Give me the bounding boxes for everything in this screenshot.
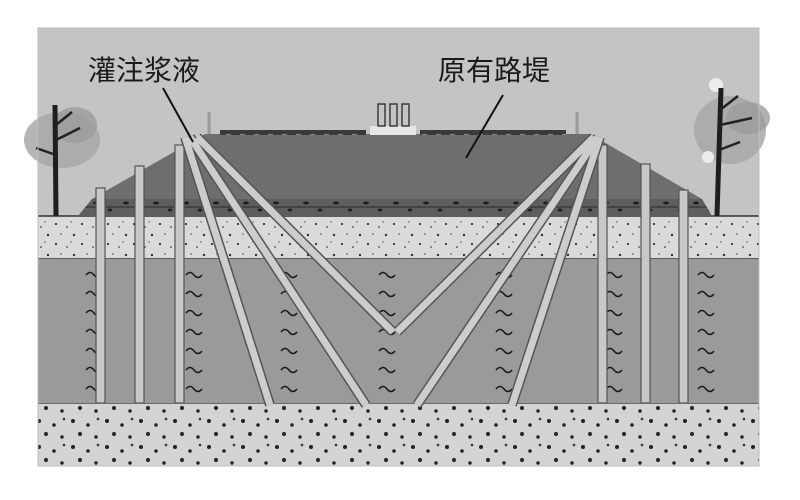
gravel-layer: [38, 403, 759, 466]
vehicle-icon: [370, 103, 416, 135]
road-surface-left: [220, 130, 366, 135]
grout-leader-line: [162, 87, 194, 143]
inclined-piles: [180, 133, 605, 408]
tree-right-icon: [694, 78, 770, 217]
embankment-leader-line: [465, 94, 504, 159]
sand-layer: [38, 216, 759, 258]
grout-label: 灌注浆液: [88, 54, 200, 87]
embankment-label: 原有路堤: [438, 54, 550, 87]
vertical-piles: [95, 144, 689, 404]
embankment-base: [78, 199, 712, 216]
diagram-frame: [37, 27, 760, 467]
tree-left-icon: [24, 104, 100, 217]
road-surface-right: [420, 130, 566, 135]
